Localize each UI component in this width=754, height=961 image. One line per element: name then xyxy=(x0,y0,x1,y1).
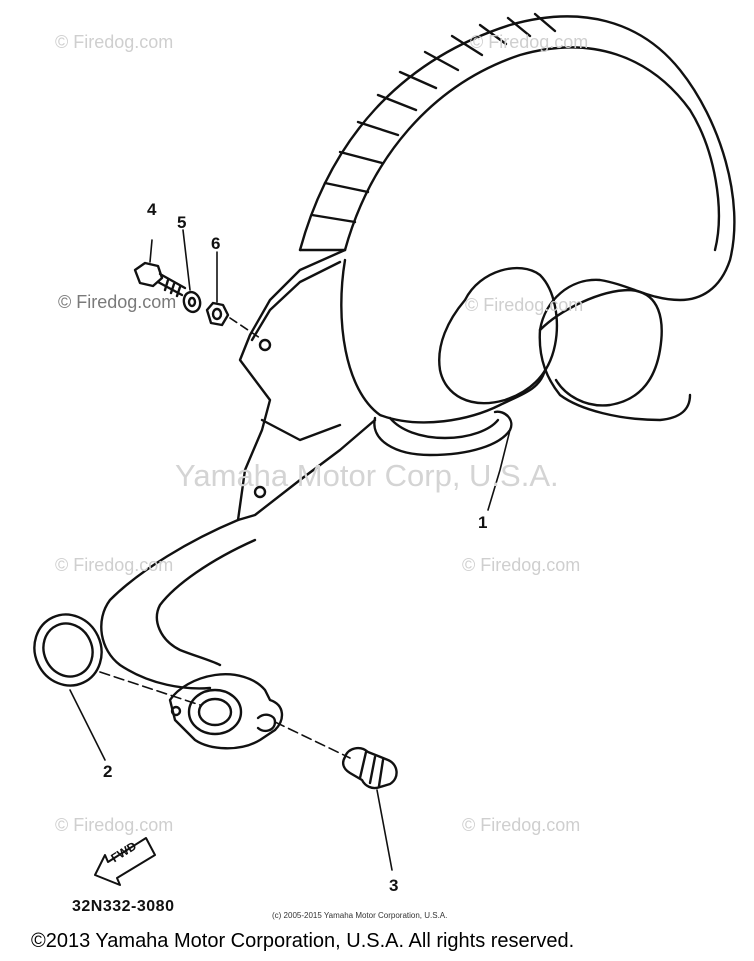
callout-2: 2 xyxy=(103,762,113,781)
watermark-firedog: © Firedog.com xyxy=(462,555,581,575)
callout-3: 3 xyxy=(389,876,399,895)
watermark-yamaha: Yamaha Motor Corp, U.S.A. xyxy=(175,458,559,493)
callout-6: 6 xyxy=(211,234,221,253)
footer-copyright: ©2013 Yamaha Motor Corporation, U.S.A. A… xyxy=(31,930,575,952)
callout-4: 4 xyxy=(147,200,157,219)
bolt-washer-nut xyxy=(133,229,261,339)
watermark-firedog: © Firedog.com xyxy=(462,815,581,835)
watermark-firedog: © Firedog.com xyxy=(470,32,589,52)
diagram-code: 32N332-3080 xyxy=(72,898,175,915)
callout-5: 5 xyxy=(177,213,187,232)
o-ring xyxy=(33,613,201,761)
watermark-firedog: © Firedog.com xyxy=(55,555,174,575)
watermark-firedog: © Firedog.com xyxy=(55,815,174,835)
watermark-firedog: © Firedog.com xyxy=(55,32,174,52)
drain-screw xyxy=(274,721,398,871)
fwd-arrow-icon xyxy=(94,837,156,886)
watermark-firedog: © Firedog.com xyxy=(465,295,584,315)
air-cleaner-case xyxy=(100,12,736,750)
watermark-firedog: © Firedog.com xyxy=(58,292,177,312)
small-copyright: (c) 2005-2015 Yamaha Motor Corporation, … xyxy=(272,911,448,920)
callout-1: 1 xyxy=(478,513,488,532)
